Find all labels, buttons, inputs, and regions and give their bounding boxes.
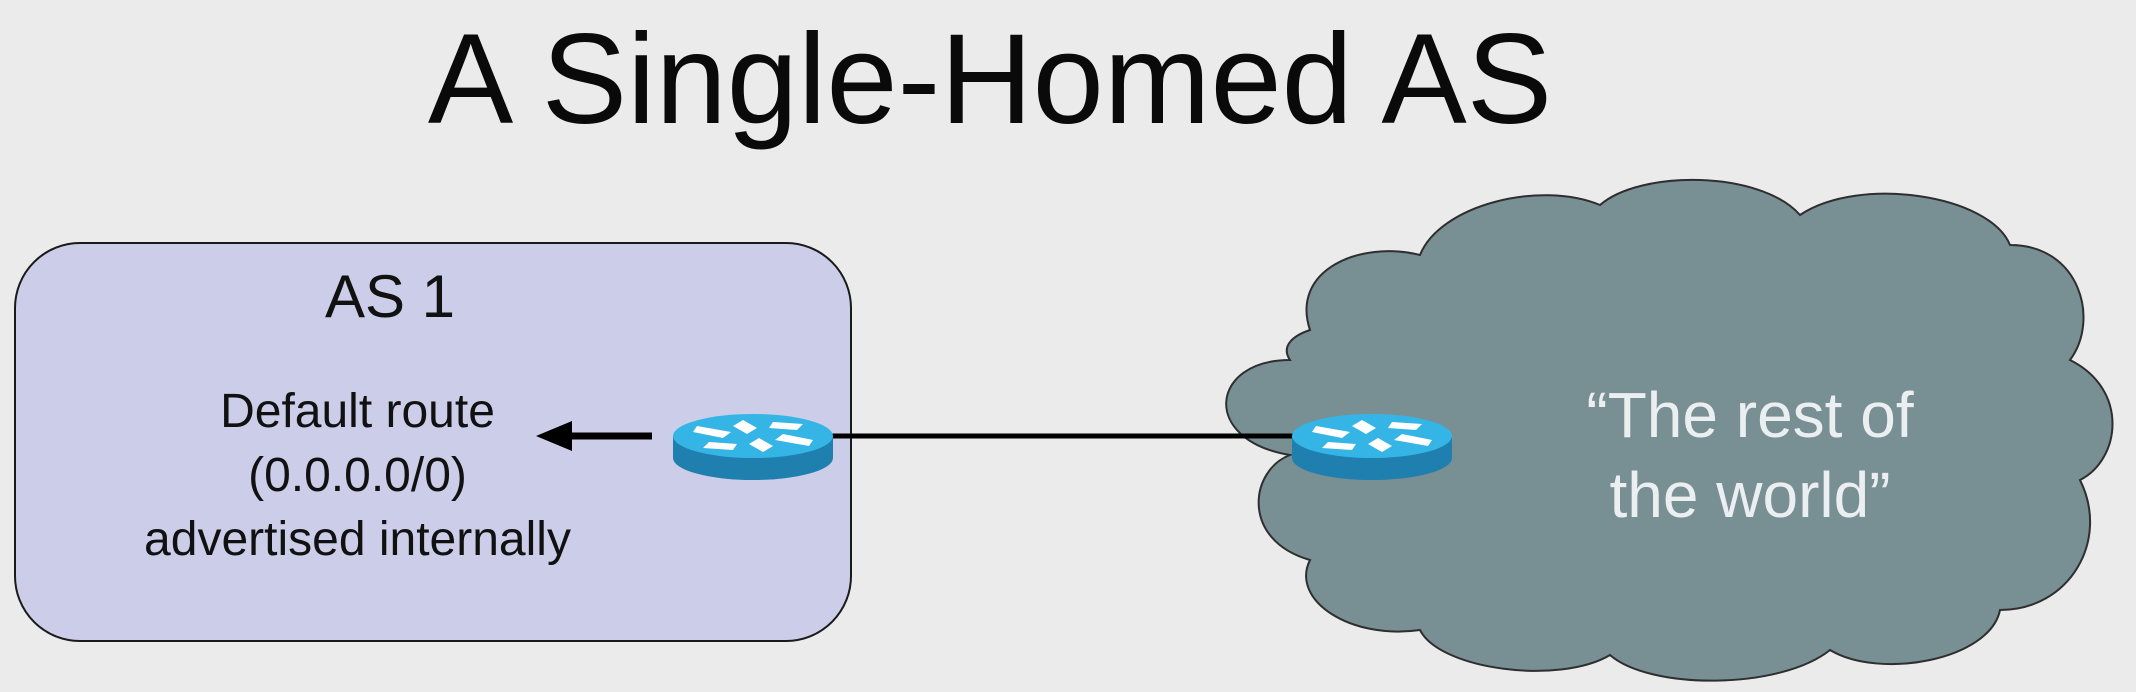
as-label: AS 1: [324, 263, 456, 330]
route-line-3: advertised internally: [144, 513, 571, 566]
route-line-2: (0.0.0.0/0): [248, 449, 467, 502]
left-router-icon: [673, 414, 833, 480]
cloud-line-2: the world”: [1609, 459, 1891, 531]
route-line-1: Default route: [220, 385, 495, 438]
arrow-left-icon: [536, 421, 652, 451]
cloud-label: “The rest of the world”: [1530, 375, 1970, 535]
default-route-text: Default route (0.0.0.0/0) advertised int…: [90, 380, 625, 572]
right-router-icon: [1292, 414, 1452, 480]
slide-title: A Single-Homed AS: [427, 8, 1553, 151]
cloud-line-1: “The rest of: [1586, 379, 1914, 451]
cloud-shape: [1225, 178, 2114, 682]
